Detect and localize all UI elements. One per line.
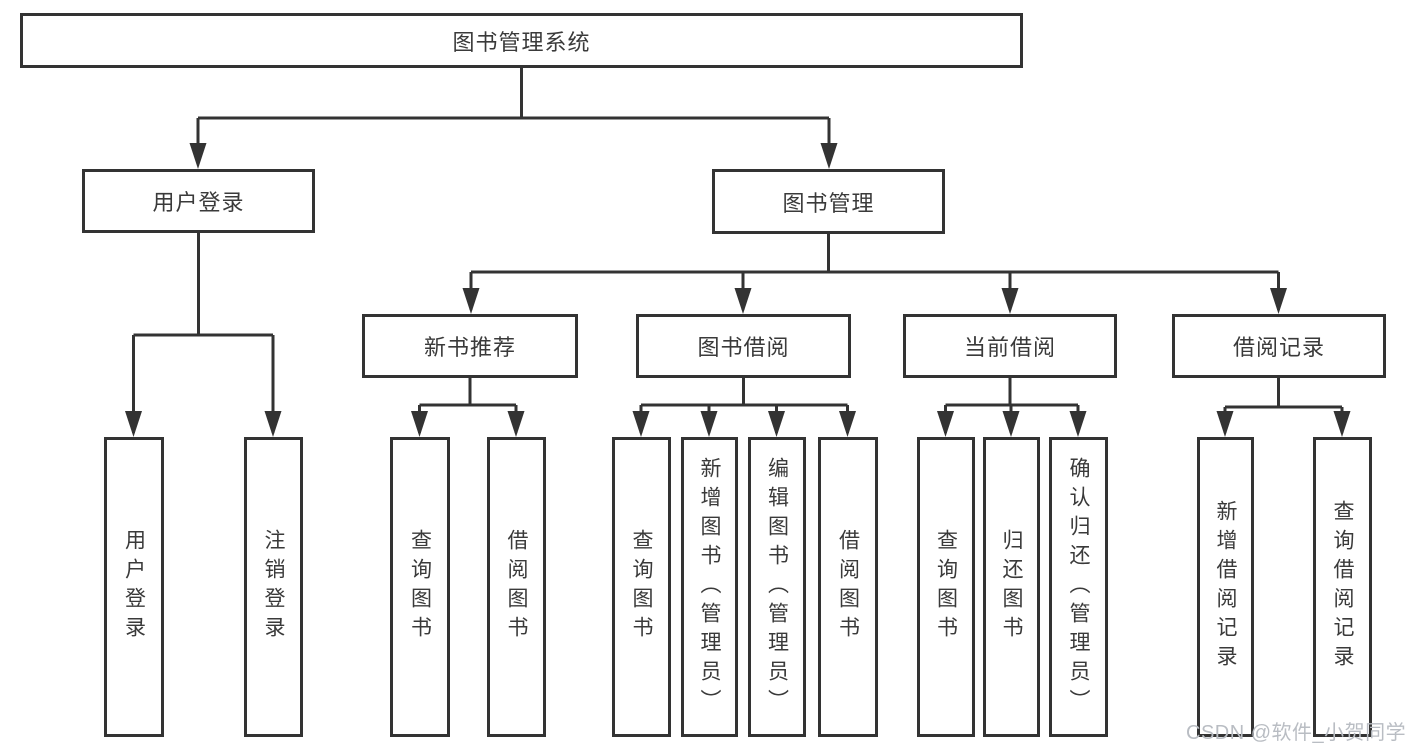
leaf-label: 查询图书 bbox=[630, 529, 653, 645]
leaf-label: 注销登录 bbox=[262, 529, 285, 645]
leaf-label: 归还图书 bbox=[1000, 529, 1023, 645]
leaf-label: 新增借阅记录 bbox=[1214, 500, 1237, 674]
node-new-book-recommend: 新书推荐 bbox=[362, 314, 578, 378]
arrowhead bbox=[1216, 411, 1234, 437]
arrowhead bbox=[1333, 411, 1351, 437]
arrowhead bbox=[632, 411, 650, 437]
arrowhead bbox=[1069, 411, 1087, 437]
node-book-management: 图书管理 bbox=[712, 169, 945, 234]
leaf-borrow-book-2: 借阅图书 bbox=[818, 437, 878, 737]
leaf-return-book: 归还图书 bbox=[983, 437, 1040, 737]
leaf-borrow-book-1: 借阅图书 bbox=[487, 437, 546, 737]
leaf-label: 用户登录 bbox=[122, 529, 146, 645]
arrowhead bbox=[1002, 411, 1020, 437]
arrowhead bbox=[820, 143, 838, 169]
leaf-label: 编辑图书（管理员） bbox=[765, 456, 789, 718]
leaf-query-borrow-record: 查询借阅记录 bbox=[1313, 437, 1372, 737]
leaf-label: 新增图书（管理员） bbox=[698, 456, 721, 718]
arrowhead bbox=[1001, 288, 1019, 314]
node-system-root: 图书管理系统 bbox=[20, 13, 1023, 68]
leaf-label: 查询图书 bbox=[934, 529, 958, 645]
leaf-user-login: 用户登录 bbox=[104, 437, 164, 737]
leaf-confirm-return-admin: 确认归还（管理员） bbox=[1049, 437, 1108, 737]
arrowhead bbox=[462, 288, 480, 314]
node-label: 图书借阅 bbox=[697, 335, 790, 360]
node-user-login: 用户登录 bbox=[82, 169, 315, 233]
arrowhead bbox=[507, 411, 525, 437]
arrowhead bbox=[937, 411, 954, 437]
leaf-label: 借阅图书 bbox=[836, 529, 860, 645]
leaf-logout: 注销登录 bbox=[244, 437, 303, 737]
arrowhead bbox=[839, 411, 856, 437]
node-label: 图书管理系统 bbox=[452, 29, 591, 55]
leaf-add-book-admin: 新增图书（管理员） bbox=[681, 437, 738, 737]
arrowhead bbox=[264, 411, 282, 437]
arrowhead bbox=[189, 143, 207, 169]
node-label: 用户登录 bbox=[152, 190, 245, 215]
arrowhead bbox=[411, 411, 428, 437]
leaf-query-book-1: 查询图书 bbox=[390, 437, 450, 737]
leaf-add-borrow-record: 新增借阅记录 bbox=[1197, 437, 1254, 737]
leaf-edit-book-admin: 编辑图书（管理员） bbox=[748, 437, 806, 737]
arrowhead bbox=[1270, 288, 1287, 314]
leaf-query-book-3: 查询图书 bbox=[917, 437, 975, 737]
node-current-borrow: 当前借阅 bbox=[903, 314, 1117, 378]
leaf-label: 确认归还（管理员） bbox=[1067, 456, 1090, 718]
csdn-watermark: CSDN @软件_小贺同学 bbox=[1186, 722, 1405, 744]
node-label: 当前借阅 bbox=[963, 335, 1056, 360]
node-label: 新书推荐 bbox=[423, 335, 516, 360]
leaf-query-book-2: 查询图书 bbox=[612, 437, 671, 737]
node-book-borrow: 图书借阅 bbox=[636, 314, 851, 378]
leaf-label: 查询图书 bbox=[408, 529, 432, 645]
node-label: 借阅记录 bbox=[1232, 335, 1325, 360]
arrowhead bbox=[125, 411, 142, 437]
leaf-label: 借阅图书 bbox=[505, 529, 528, 645]
arrowhead bbox=[700, 411, 718, 437]
node-borrow-record: 借阅记录 bbox=[1172, 314, 1386, 378]
node-label: 图书管理 bbox=[782, 190, 875, 216]
leaf-label: 查询借阅记录 bbox=[1331, 500, 1354, 674]
arrowhead bbox=[768, 411, 785, 437]
arrowhead bbox=[734, 288, 752, 314]
